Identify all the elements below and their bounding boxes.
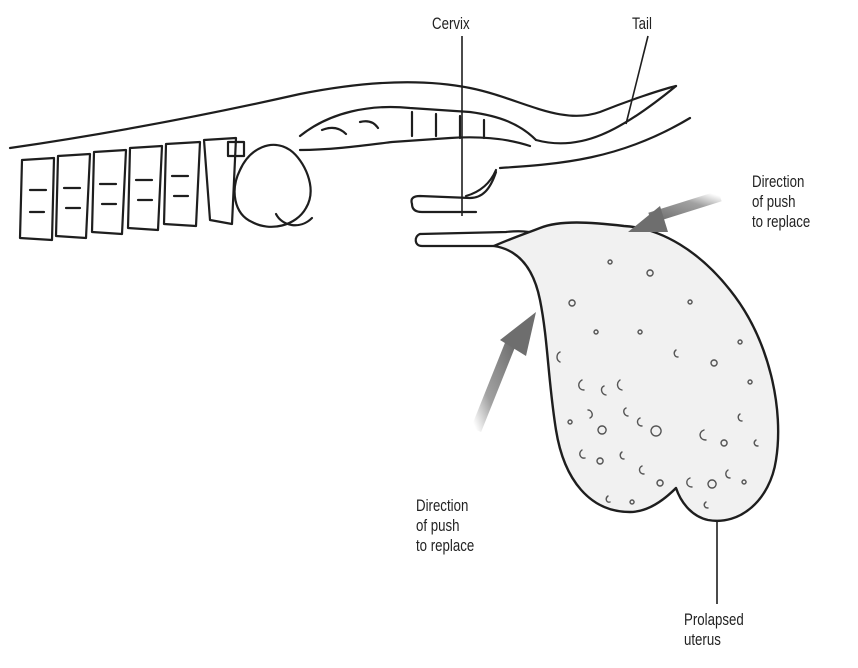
direction-label-right-line1: Direction	[752, 172, 810, 192]
push-arrow-right	[628, 196, 720, 232]
tail-vertebrae	[300, 107, 536, 150]
direction-label-lower: Direction of push to replace	[416, 496, 474, 556]
cervix-label: Cervix	[432, 14, 470, 34]
prolapsed-uterus-label-line2: uterus	[684, 630, 744, 650]
direction-label-lower-line2: of push	[416, 516, 474, 536]
back-outline	[10, 82, 676, 148]
direction-label-lower-line1: Direction	[416, 496, 474, 516]
spine	[10, 82, 690, 240]
prolapsed-uterus-label-line1: Prolapsed	[684, 610, 744, 630]
vertebrae	[20, 138, 244, 240]
tail-label: Tail	[632, 14, 652, 34]
pelvis	[235, 145, 311, 227]
direction-label-right-line2: of push	[752, 192, 810, 212]
direction-label-right: Direction of push to replace	[752, 172, 810, 232]
tail-lower	[500, 118, 690, 168]
prolapsed-uterus	[494, 223, 778, 521]
push-arrow-lower	[476, 312, 536, 430]
prolapsed-uterus-label: Prolapsed uterus	[684, 610, 744, 650]
direction-label-right-line3: to replace	[752, 212, 810, 232]
direction-label-lower-line3: to replace	[416, 536, 474, 556]
